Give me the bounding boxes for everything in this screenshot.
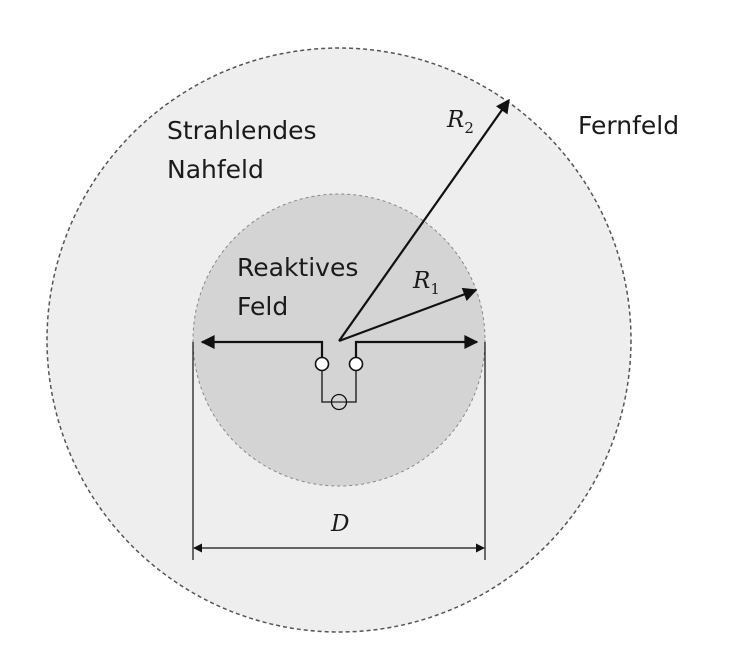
radiating-near-field-label-line1: Strahlendes <box>167 116 317 145</box>
diameter-dimension: D <box>192 342 486 560</box>
reactive-field-label-line2: Feld <box>237 292 288 321</box>
far-field-label: Fernfeld <box>578 111 679 140</box>
r2-radius-arrow <box>338 98 510 342</box>
r1-radius-arrow <box>338 287 478 343</box>
dipole-right-arm <box>354 335 479 357</box>
reactive-field-label-line1: Reaktives <box>237 253 358 282</box>
r1-subscript: 1 <box>430 280 440 298</box>
d-label: D <box>330 511 349 537</box>
r2-subscript: 2 <box>464 119 474 137</box>
ac-source-icon <box>330 393 348 411</box>
r1-label: R1 <box>412 268 440 298</box>
r1-symbol: R <box>412 268 430 294</box>
r2-symbol: R <box>446 107 464 133</box>
radiating-near-field-label-line2: Nahfeld <box>167 155 264 184</box>
feed-terminal-left <box>314 356 330 372</box>
dipole-left-arm <box>200 335 324 357</box>
r2-label: R2 <box>446 107 474 137</box>
dipole-antenna-icon <box>200 335 479 411</box>
feed-terminal-right <box>348 356 364 372</box>
